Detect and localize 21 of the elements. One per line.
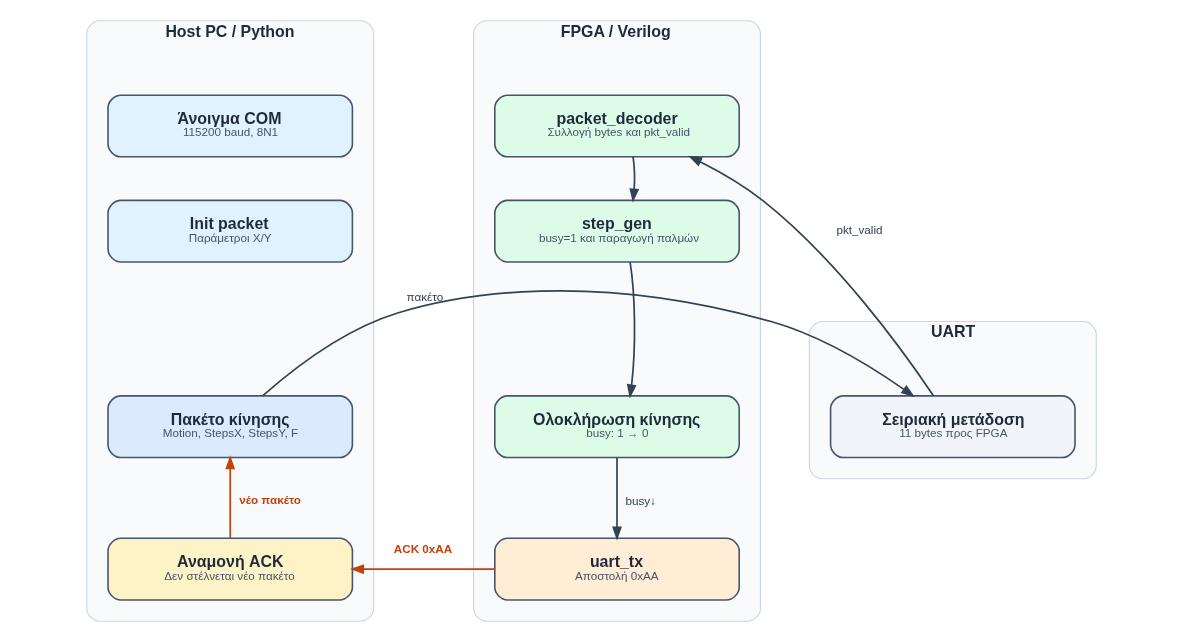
arrow (261, 289, 915, 398)
edge-label: ACK 0xAA (393, 541, 452, 555)
node-box: Σειριακή μετάδοση 11 bytes προς FPGA (829, 395, 1076, 459)
node-box: step_gen busy=1 και παραγωγή παλμών (493, 199, 740, 263)
edge-label: busy↓ (625, 494, 656, 508)
arrow (628, 156, 639, 203)
node-box: uart_tx Αποστολή 0xAA (493, 537, 740, 601)
node-box: Αναμονή ACK Δεν στέλνεται νέο πακέτο (106, 537, 353, 601)
node-box: packet_decoder Συλλογή bytes και pkt_valid (493, 94, 740, 158)
arrow (687, 155, 934, 397)
node-box: Άνοιγμα COM 115200 baud, 8N1 (106, 94, 353, 158)
edge-label: πακέτο (406, 290, 443, 304)
node-box: Ολοκλήρωση κίνησης busy: 1 → 0 (493, 395, 740, 459)
arrow (611, 457, 622, 541)
arrow (349, 564, 496, 575)
arrow (626, 261, 637, 399)
node-box: Πακέτο κίνησης Motion, StepsX, StepsY, F (106, 395, 353, 459)
node-box: Init packet Παράμετροι X/Y (106, 199, 353, 263)
edge-label: pkt_valid (835, 223, 883, 237)
edge-label: νέο πακέτο (238, 493, 301, 507)
arrow (224, 455, 235, 539)
